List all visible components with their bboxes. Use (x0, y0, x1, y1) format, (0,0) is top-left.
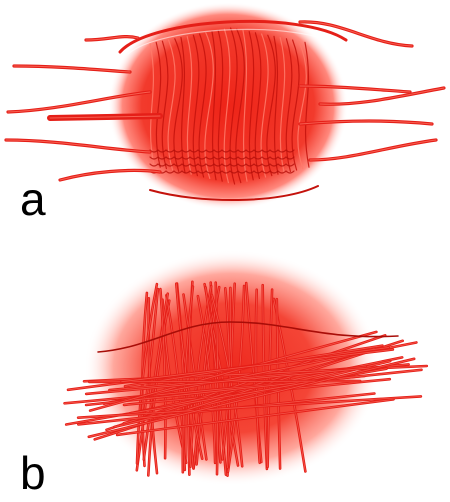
panel-label-b: b (20, 450, 46, 496)
panel-b-illustration (65, 250, 427, 486)
panel-label-a: a (20, 176, 46, 222)
panel-a-illustration (6, 2, 444, 210)
